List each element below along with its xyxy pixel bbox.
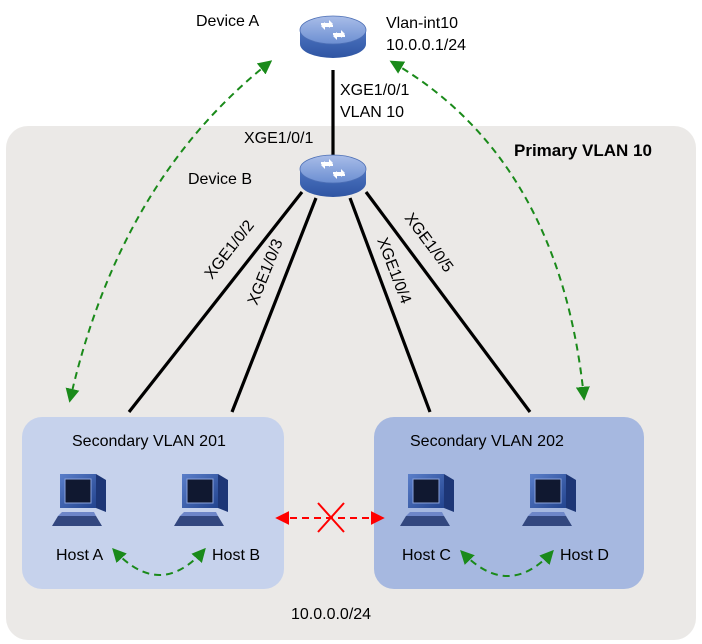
comm-arrow-right bbox=[389, 60, 590, 401]
uplink-vlan: VLAN 10 bbox=[340, 104, 404, 121]
isolation-arrow bbox=[275, 502, 385, 533]
uplink-port-b: XGE1/0/1 bbox=[244, 130, 313, 147]
secondary-vlan-201-area bbox=[22, 417, 284, 589]
device-a-switch-icon bbox=[299, 15, 367, 59]
secondary-vlan-202-label: Secondary VLAN 202 bbox=[410, 433, 564, 450]
host-c-label: Host C bbox=[402, 547, 451, 564]
secondary-vlan-202-area bbox=[374, 417, 644, 589]
device-b-label: Device B bbox=[188, 171, 252, 188]
comm-arrow-left bbox=[65, 60, 273, 403]
host-b-label: Host B bbox=[212, 547, 260, 564]
comm-arrow-host-a-b bbox=[112, 547, 206, 576]
uplink-port-a: XGE1/0/1 bbox=[340, 82, 409, 99]
device-a-vlan-int: Vlan-int10 bbox=[386, 15, 458, 32]
device-a-ip: 10.0.0.1/24 bbox=[386, 37, 466, 54]
device-a-label: Device A bbox=[196, 13, 259, 30]
host-a-label: Host A bbox=[56, 547, 103, 564]
subnet-label: 10.0.0.0/24 bbox=[291, 606, 371, 623]
host-d-label: Host D bbox=[560, 547, 609, 564]
comm-arrow-host-c-d bbox=[460, 549, 554, 577]
primary-vlan-label: Primary VLAN 10 bbox=[514, 141, 652, 160]
device-b-switch-icon bbox=[299, 154, 367, 198]
secondary-vlan-201-label: Secondary VLAN 201 bbox=[72, 433, 226, 450]
